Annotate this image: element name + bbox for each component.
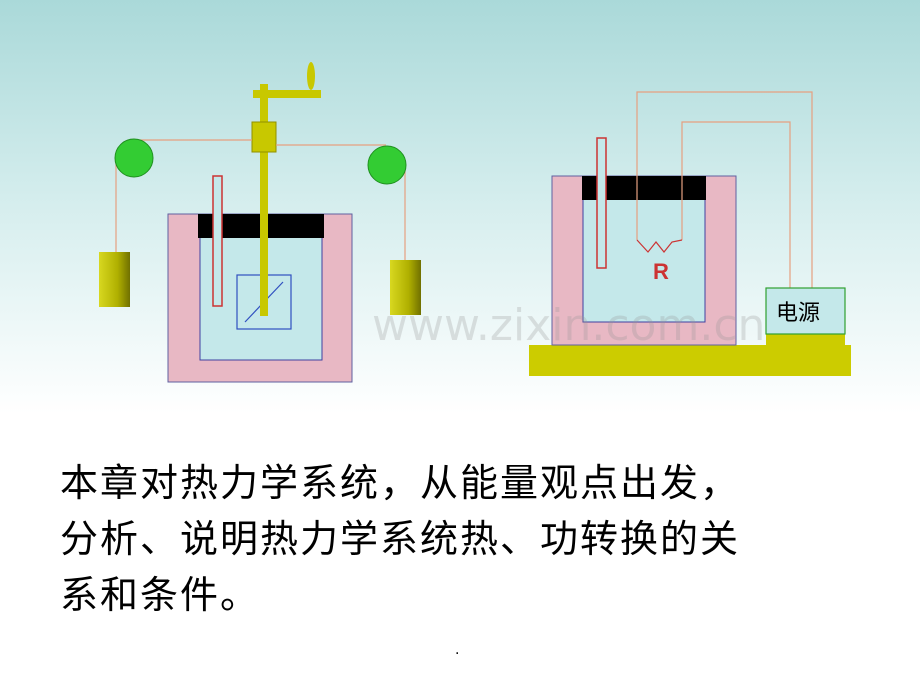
crank-arm (253, 90, 321, 98)
right-pulley (367, 145, 407, 185)
paddle-wheel-apparatus (99, 62, 421, 383)
resistor-coil (636, 239, 683, 253)
base-platform (529, 345, 851, 376)
footer-mark: . (455, 642, 460, 658)
left-thermometer (212, 175, 223, 307)
caption-text: 本章对热力学系统，从能量观点出发， 分析、说明热力学系统热、功转换的关 系和条件… (60, 455, 860, 623)
crank-handle (307, 62, 315, 90)
wire-outer (636, 91, 813, 288)
right-weight (390, 260, 421, 315)
power-source-box (765, 287, 846, 335)
caption-line-3: 系和条件。 (60, 573, 261, 617)
winding-drum (251, 121, 277, 153)
stirring-rod (260, 84, 268, 316)
power-pedestal (766, 332, 845, 345)
caption-line-2: 分析、说明热力学系统热、功转换的关 (60, 517, 741, 561)
experiment-diagram: R 电源 (99, 62, 851, 383)
watermark: www.zixin.com.cn (372, 300, 766, 351)
power-source-label: 电源 (776, 301, 820, 326)
left-pulley (114, 138, 154, 178)
caption-line-1: 本章对热力学系统，从能量观点出发， (60, 461, 741, 505)
resistor-label: R (653, 259, 669, 284)
right-thermometer (596, 137, 607, 269)
electric-heating-apparatus: R 电源 (529, 91, 851, 376)
wire-inner (681, 121, 791, 288)
left-weight (99, 252, 130, 307)
